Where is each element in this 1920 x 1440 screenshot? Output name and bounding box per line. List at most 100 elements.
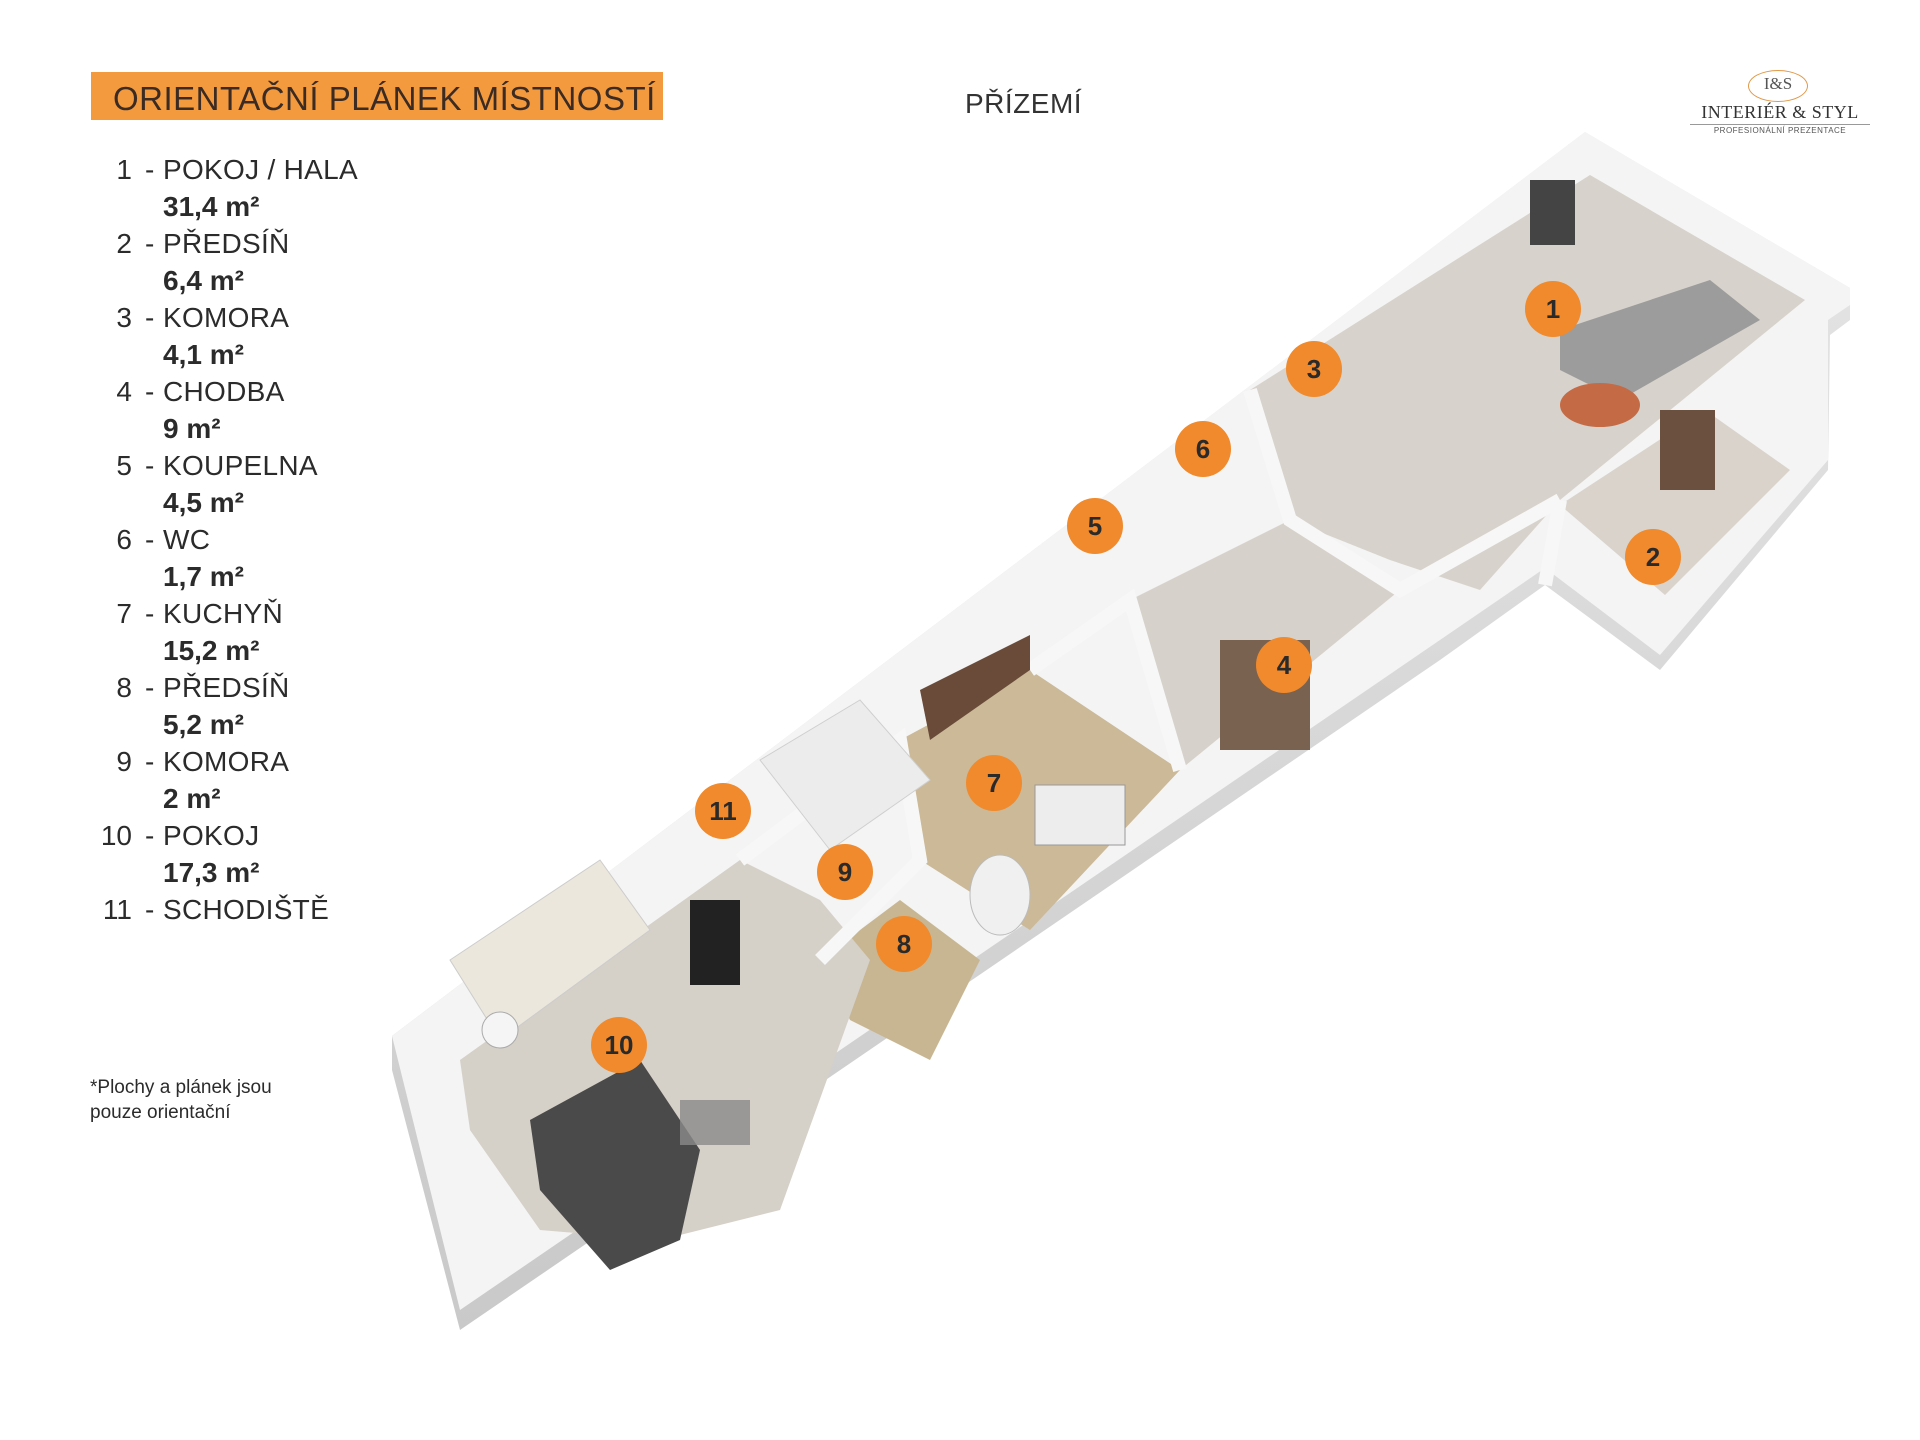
legend-name: KOMORA (163, 302, 290, 333)
legend-item: 7- KUCHYŇ 15,2 m² (90, 598, 420, 672)
legend-number: 6 (116, 524, 132, 555)
room-marker-7[interactable]: 7 (966, 755, 1022, 811)
legend-name: KOUPELNA (163, 450, 318, 481)
table-hall (1560, 383, 1640, 427)
logo-tagline: PROFESIONÁLNÍ PREZENTACE (1690, 124, 1870, 135)
legend-item: 10- POKOJ 17,3 m² (90, 820, 420, 894)
sofa-hall (1560, 280, 1760, 400)
floor-label: PŘÍZEMÍ (965, 88, 1083, 119)
title-banner: ORIENTAČNÍ PLÁNEK MÍSTNOSTÍ (91, 72, 663, 120)
marker-circle (876, 916, 932, 972)
legend-dash: - (145, 672, 155, 703)
legend-item: 11- SCHODIŠTĚ (90, 894, 420, 968)
wardrobe-room-10 (449, 859, 651, 1041)
legend-area: 9 m² (163, 413, 221, 444)
page-title: ORIENTAČNÍ PLÁNEK MÍSTNOSTÍ (113, 80, 656, 117)
legend-dash: - (145, 894, 155, 925)
legend-name: KUCHYŇ (163, 598, 284, 629)
floor-lamp (481, 1011, 519, 1049)
marker-label: 2 (1646, 542, 1660, 572)
marker-circle (1175, 421, 1231, 477)
legend-number: 5 (116, 450, 132, 481)
legend-number: 4 (116, 376, 132, 407)
legend-dash: - (145, 302, 155, 333)
marker-label: 9 (838, 857, 852, 887)
tv-unit (1530, 180, 1575, 245)
coffee-table (680, 1100, 750, 1145)
legend-dash: - (145, 820, 155, 851)
legend-item: 9- KOMORA 2 m² (90, 746, 420, 820)
brand-logo: I&S INTERIÉR & STYL PROFESIONÁLNÍ PREZEN… (1690, 68, 1870, 138)
marker-label: 1 (1546, 294, 1560, 324)
marker-circle (1067, 498, 1123, 554)
marker-circle (1525, 281, 1581, 337)
marker-circle (1286, 341, 1342, 397)
boiler (969, 854, 1031, 936)
marker-label: 11 (709, 796, 737, 826)
legend-name: KOMORA (163, 746, 290, 777)
marker-circle (1256, 637, 1312, 693)
interior-wall (1243, 387, 1564, 599)
legend-number: 9 (116, 746, 132, 777)
legend-number: 11 (102, 894, 132, 925)
floor-wood-entry (820, 900, 980, 1060)
room-marker-5[interactable]: 5 (1067, 498, 1123, 554)
legend-name: PŘEDSÍŇ (163, 672, 290, 703)
marker-circle (966, 755, 1022, 811)
legend-dash: - (145, 598, 155, 629)
legend-area: 31,4 m² (163, 191, 260, 222)
interior-wall (1025, 588, 1187, 772)
legend-number: 1 (116, 154, 132, 185)
legend-number: 2 (116, 228, 132, 259)
marker-label: 7 (987, 768, 1001, 798)
room-marker-3[interactable]: 3 (1286, 341, 1342, 397)
legend-name: PŘEDSÍŇ (163, 228, 290, 259)
marker-label: 4 (1277, 650, 1292, 680)
legend-number: 3 (116, 302, 132, 333)
legend-name: WC (163, 524, 211, 555)
legend-area: 2 m² (163, 783, 221, 814)
room-marker-4[interactable]: 4 (1256, 637, 1312, 693)
legend-dash: - (145, 524, 155, 555)
legend-number: 7 (116, 598, 132, 629)
legend-area: 1,7 m² (163, 561, 244, 592)
staircase (759, 699, 931, 851)
room-marker-9[interactable]: 9 (817, 844, 873, 900)
room-marker-2[interactable]: 2 (1625, 529, 1681, 585)
marker-circle (1625, 529, 1681, 585)
marker-label: 3 (1307, 354, 1321, 384)
room-marker-10[interactable]: 10 (591, 1017, 647, 1073)
legend-item: 2- PŘEDSÍŇ 6,4 m² (90, 228, 420, 302)
furniture (449, 180, 1760, 1270)
legend-area: 4,5 m² (163, 487, 244, 518)
legend-item: 1- POKOJ / HALA 31,4 m² (90, 154, 420, 228)
legend-area: 15,2 m² (163, 635, 260, 666)
legend-item: 4- CHODBA 9 m² (90, 376, 420, 450)
room-marker-8[interactable]: 8 (876, 916, 932, 972)
sofa-room-10 (530, 1060, 700, 1270)
marker-label: 8 (897, 929, 911, 959)
marker-circle (591, 1017, 647, 1073)
legend-dash: - (145, 376, 155, 407)
legend-area: 17,3 m² (163, 857, 260, 888)
marker-circle (817, 844, 873, 900)
legend-name: SCHODIŠTĚ (163, 894, 330, 925)
room-marker-11[interactable]: 11 (695, 783, 751, 839)
wardrobe-hall (1660, 410, 1715, 490)
legend-number: 8 (116, 672, 132, 703)
marker-label: 5 (1088, 511, 1102, 541)
legend-area: 4,1 m² (163, 339, 244, 370)
logo-brand: INTERIÉR & STYL (1701, 102, 1859, 122)
legend-area: 5,2 m² (163, 709, 244, 740)
legend-item: 8- PŘEDSÍŇ 5,2 m² (90, 672, 420, 746)
marker-circle (695, 783, 751, 839)
legend-dash: - (145, 228, 155, 259)
legend-dash: - (145, 746, 155, 777)
marker-label: 10 (605, 1030, 634, 1060)
marker-label: 6 (1196, 434, 1210, 464)
kitchen-counter (920, 635, 1030, 740)
room-marker-6[interactable]: 6 (1175, 421, 1231, 477)
logo-ring-icon (1748, 70, 1808, 102)
room-marker-1[interactable]: 1 (1525, 281, 1581, 337)
